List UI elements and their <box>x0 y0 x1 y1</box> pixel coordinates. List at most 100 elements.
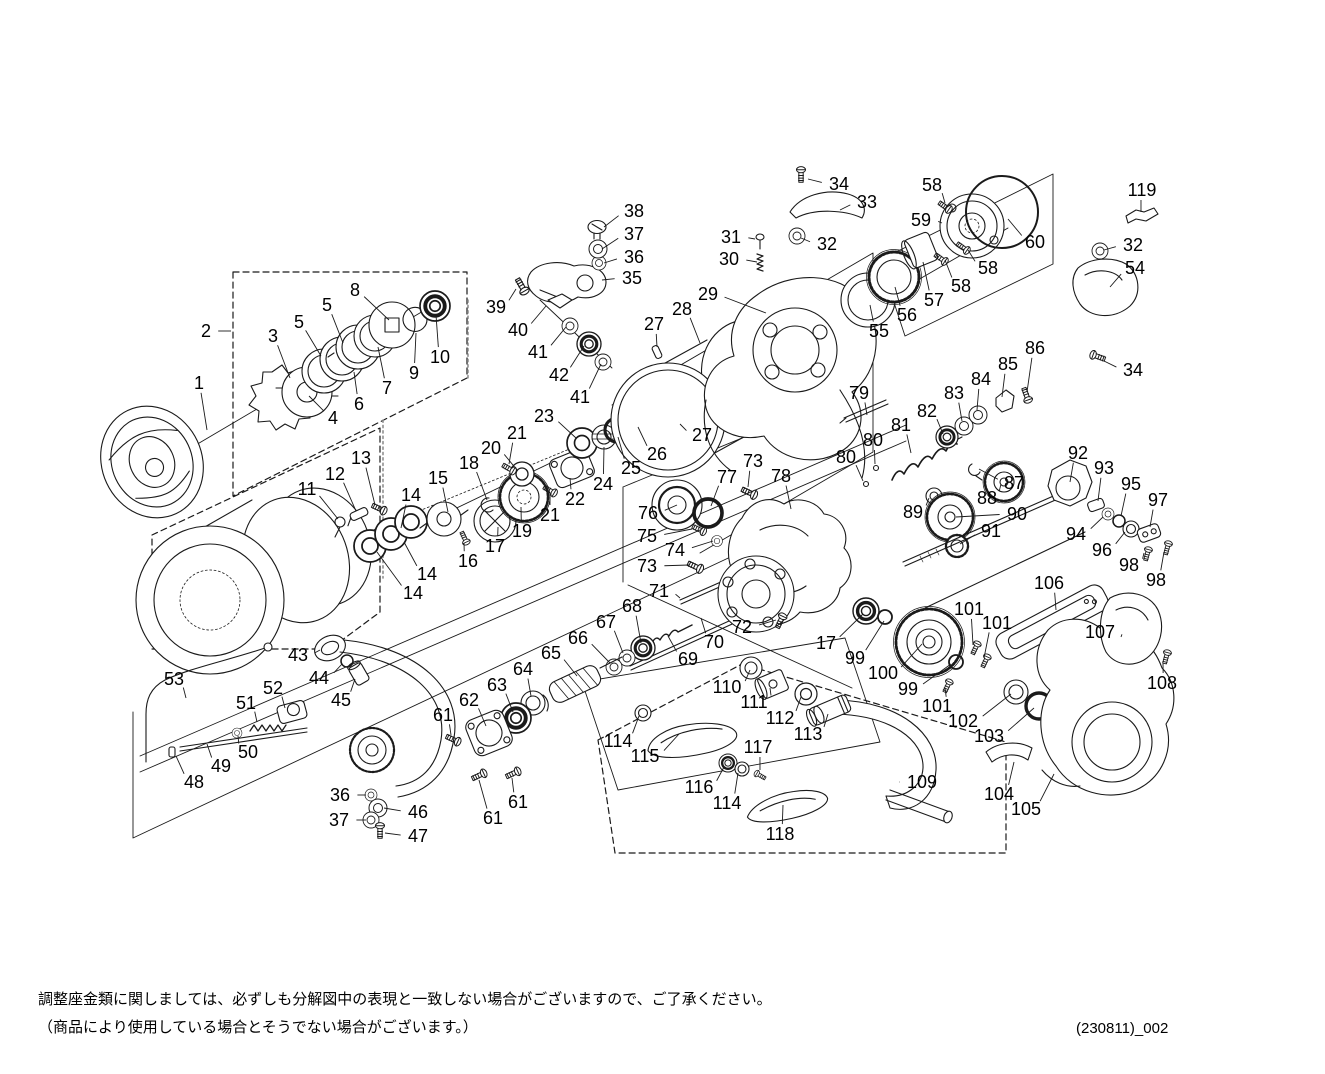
part-label-99: 99 <box>898 679 918 699</box>
part-label-41: 41 <box>570 387 590 407</box>
leader-line-72 <box>758 619 777 626</box>
leader-line-77 <box>710 485 720 507</box>
part-label-8: 8 <box>350 280 360 300</box>
leader-line-13 <box>365 467 376 506</box>
part-label-108: 108 <box>1147 673 1177 693</box>
part-label-63: 63 <box>487 675 507 695</box>
part-label-1: 1 <box>194 373 204 393</box>
leader-line-24 <box>603 446 605 475</box>
part-label-96: 96 <box>1092 540 1112 560</box>
part-label-35: 35 <box>622 268 642 288</box>
leader-line-17 <box>839 613 864 638</box>
part-label-61: 61 <box>508 792 528 812</box>
part-label-62: 62 <box>459 690 479 710</box>
part-label-74: 74 <box>665 540 685 560</box>
leader-line-15 <box>442 487 449 513</box>
leader-line-114 <box>734 772 739 794</box>
part-label-39: 39 <box>486 297 506 317</box>
leader-line-65 <box>563 659 578 677</box>
part-label-48: 48 <box>184 772 204 792</box>
leader-line-34 <box>1103 360 1117 368</box>
leader-line-88 <box>998 483 1002 492</box>
part-label-58: 58 <box>922 175 942 195</box>
leader-line-63 <box>505 693 514 713</box>
part-label-36: 36 <box>330 785 350 805</box>
part-drawings <box>100 166 1175 839</box>
part-label-114: 114 <box>604 731 633 751</box>
part-label-61: 61 <box>433 705 453 725</box>
part-label-101: 101 <box>982 613 1012 633</box>
part-drawing-spool <box>135 487 389 675</box>
part-label-72: 72 <box>732 617 752 637</box>
leader-line-70 <box>700 617 707 634</box>
part-label-113: 113 <box>794 724 823 744</box>
leader-line-34 <box>807 178 822 183</box>
part-label-49: 49 <box>211 756 231 776</box>
part-label-2: 2 <box>201 321 211 341</box>
part-label-45: 45 <box>331 690 351 710</box>
part-label-24: 24 <box>593 474 613 494</box>
part-label-31: 31 <box>721 227 741 247</box>
part-label-102: 102 <box>948 711 978 731</box>
leader-line-113 <box>823 713 829 728</box>
part-label-53: 53 <box>164 669 184 689</box>
leader-line-14 <box>403 541 418 567</box>
leader-line-99 <box>922 663 952 685</box>
part-label-42: 42 <box>549 365 569 385</box>
part-label-22: 22 <box>565 489 585 509</box>
leader-line-21 <box>508 442 514 465</box>
part-label-54: 54 <box>1125 258 1145 278</box>
leader-line-84 <box>976 388 980 411</box>
part-label-20: 20 <box>481 438 501 458</box>
part-label-73: 73 <box>637 556 657 576</box>
leader-line-107 <box>1120 634 1123 638</box>
leader-line-5 <box>331 314 344 344</box>
leader-line-95 <box>1120 493 1127 517</box>
part-label-5: 5 <box>294 312 304 332</box>
part-label-119: 119 <box>1128 180 1157 200</box>
part-label-107: 107 <box>1085 622 1115 642</box>
leader-line-45 <box>350 678 356 692</box>
part-label-115: 115 <box>631 746 660 766</box>
part-label-52: 52 <box>263 678 283 698</box>
part-label-43: 43 <box>288 645 308 665</box>
leader-line-92 <box>1069 462 1074 483</box>
leader-line-96 <box>1115 531 1126 545</box>
leader-line-7 <box>377 346 385 379</box>
part-label-75: 75 <box>637 526 657 546</box>
leader-line-4 <box>308 395 325 412</box>
part-label-28: 28 <box>672 299 692 319</box>
leader-line-98 <box>1160 551 1165 571</box>
part-label-97: 97 <box>1148 490 1168 510</box>
part-label-34: 34 <box>829 174 849 194</box>
leader-line-43 <box>314 649 321 654</box>
part-label-85: 85 <box>998 354 1018 374</box>
part-label-37: 37 <box>624 224 644 244</box>
part-label-26: 26 <box>647 444 667 464</box>
part-drawing-clutch <box>924 459 1174 609</box>
leader-line-22 <box>569 477 572 490</box>
part-label-21: 21 <box>540 505 560 525</box>
leader-line-75 <box>664 528 693 535</box>
part-label-58: 58 <box>978 258 998 278</box>
part-drawing-drive-train <box>839 386 1061 567</box>
leader-line-61 <box>478 779 488 809</box>
part-label-84: 84 <box>971 369 991 389</box>
part-label-33: 33 <box>857 192 877 212</box>
leader-line-116 <box>716 766 725 781</box>
leader-line-32 <box>1103 246 1116 251</box>
leader-line-18 <box>476 471 488 501</box>
leader-line-1 <box>200 392 208 431</box>
part-label-50: 50 <box>238 742 258 762</box>
leader-line-57 <box>922 261 930 291</box>
footnote-line-2: （商品により使用している場合とそうでない場合がございます。） <box>38 1019 478 1036</box>
part-label-10: 10 <box>430 347 450 367</box>
leader-line-10 <box>435 314 439 348</box>
doc-code: (230811)_002 <box>1076 1020 1169 1037</box>
part-label-86: 86 <box>1025 338 1045 358</box>
leader-line-54 <box>1109 273 1122 288</box>
part-label-18: 18 <box>459 453 479 473</box>
part-label-14: 14 <box>417 564 437 584</box>
part-label-91: 91 <box>981 521 1001 541</box>
